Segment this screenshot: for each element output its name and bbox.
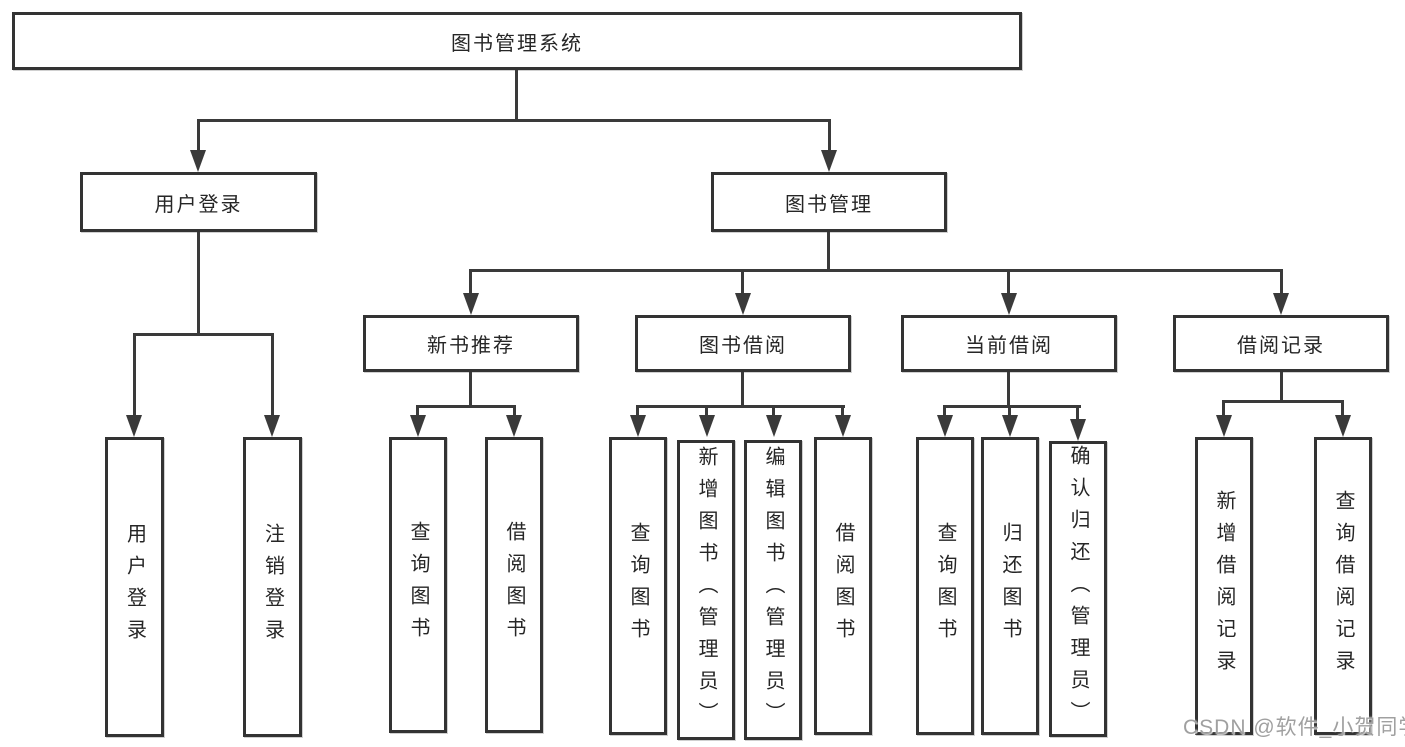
connector-line	[470, 269, 1283, 272]
node-label: 借阅记录	[1237, 335, 1325, 357]
connector-line	[1341, 400, 1344, 419]
connector-line	[741, 269, 744, 295]
connector-line	[772, 405, 775, 419]
arrow-down-icon	[699, 415, 715, 437]
arrow-down-icon	[937, 415, 953, 437]
node-label: 新书推荐	[427, 335, 515, 357]
leaf-label: 新增借阅记录	[1213, 490, 1235, 682]
connector-line	[944, 405, 1081, 408]
leaf-bb-edit-books-admin: 编辑图书（管理员）	[744, 440, 802, 740]
arrow-down-icon	[766, 415, 782, 437]
connector-line	[197, 232, 200, 335]
connector-line	[705, 405, 708, 419]
leaf-label: 归还图书	[999, 522, 1021, 650]
connector-line	[417, 405, 516, 408]
leaf-br-query-record: 查询借阅记录	[1314, 437, 1372, 735]
arrow-down-icon	[463, 293, 479, 315]
arrow-down-icon	[1335, 415, 1351, 437]
leaf-label: 借阅图书	[832, 522, 854, 650]
leaf-cb-query-books: 查询图书	[916, 437, 974, 735]
arrow-down-icon	[506, 415, 522, 437]
connector-line	[197, 119, 200, 152]
connector-line	[636, 405, 639, 419]
node-book-borrow: 图书借阅	[635, 315, 851, 372]
node-label: 当前借阅	[965, 335, 1053, 357]
connector-line	[469, 372, 472, 407]
arrow-down-icon	[630, 415, 646, 437]
arrow-down-icon	[1216, 415, 1232, 437]
node-library-management-system: 图书管理系统	[12, 12, 1022, 70]
arrow-down-icon	[821, 150, 837, 172]
leaf-label: 注销登录	[261, 523, 284, 651]
node-label: 用户登录	[154, 193, 243, 216]
connector-line	[827, 232, 830, 272]
leaf-label: 借阅图书	[503, 521, 525, 649]
leaf-bb-borrow-books: 借阅图书	[814, 437, 872, 735]
node-borrow-records: 借阅记录	[1173, 315, 1389, 372]
leaf-label: 查询借阅记录	[1332, 490, 1354, 682]
leaf-user-login: 用户登录	[105, 437, 164, 737]
arrow-down-icon	[410, 415, 426, 437]
leaf-bb-add-books-admin: 新增图书（管理员）	[677, 440, 735, 740]
connector-line	[1076, 405, 1079, 419]
arrow-down-icon	[835, 415, 851, 437]
connector-line	[197, 119, 831, 122]
leaf-cb-return-books: 归还图书	[981, 437, 1039, 735]
node-book-management: 图书管理	[711, 172, 947, 232]
leaf-label: 确认归还（管理员）	[1067, 445, 1089, 733]
leaf-logout: 注销登录	[243, 437, 302, 737]
connector-line	[271, 333, 274, 417]
connector-line	[515, 70, 518, 121]
leaf-bb-query-books: 查询图书	[609, 437, 667, 735]
leaf-label: 查询图书	[407, 521, 429, 649]
leaf-br-add-record: 新增借阅记录	[1195, 437, 1253, 735]
connector-line	[1222, 400, 1225, 419]
node-current-borrow: 当前借阅	[901, 315, 1117, 372]
connector-line	[828, 119, 831, 152]
connector-line	[841, 405, 844, 419]
connector-line	[133, 333, 136, 417]
node-label: 图书管理系统	[451, 32, 583, 55]
leaf-label: 查询图书	[934, 522, 956, 650]
node-user-login: 用户登录	[80, 172, 317, 232]
connector-line	[943, 405, 946, 419]
connector-line	[1223, 400, 1344, 403]
arrow-down-icon	[126, 415, 142, 437]
arrow-down-icon	[1273, 293, 1289, 315]
connector-line	[469, 269, 472, 295]
connector-line	[1280, 372, 1283, 403]
connector-line	[416, 405, 419, 419]
connector-line	[637, 405, 845, 408]
arrow-down-icon	[1001, 293, 1017, 315]
leaf-label: 查询图书	[627, 522, 649, 650]
connector-line	[1280, 269, 1283, 295]
arrow-down-icon	[1070, 419, 1086, 441]
node-new-book-recommend: 新书推荐	[363, 315, 579, 372]
connector-line	[1007, 372, 1010, 407]
arrow-down-icon	[1002, 415, 1018, 437]
connector-line	[741, 372, 744, 407]
connector-line	[133, 333, 274, 336]
connector-line	[513, 405, 516, 419]
connector-line	[1008, 405, 1011, 419]
leaf-label: 新增图书（管理员）	[695, 446, 717, 734]
arrow-down-icon	[264, 415, 280, 437]
leaf-cb-confirm-return-admin: 确认归还（管理员）	[1049, 441, 1107, 737]
leaf-nbr-query-books: 查询图书	[389, 437, 447, 733]
arrow-down-icon	[190, 150, 206, 172]
watermark: CSDN @软件_小贺同学	[1183, 716, 1405, 739]
arrow-down-icon	[735, 293, 751, 315]
node-label: 图书借阅	[699, 335, 787, 357]
connector-line	[1007, 269, 1010, 295]
leaf-nbr-borrow-books: 借阅图书	[485, 437, 543, 733]
leaf-label: 编辑图书（管理员）	[762, 446, 784, 734]
leaf-label: 用户登录	[123, 523, 146, 651]
node-label: 图书管理	[785, 193, 873, 216]
